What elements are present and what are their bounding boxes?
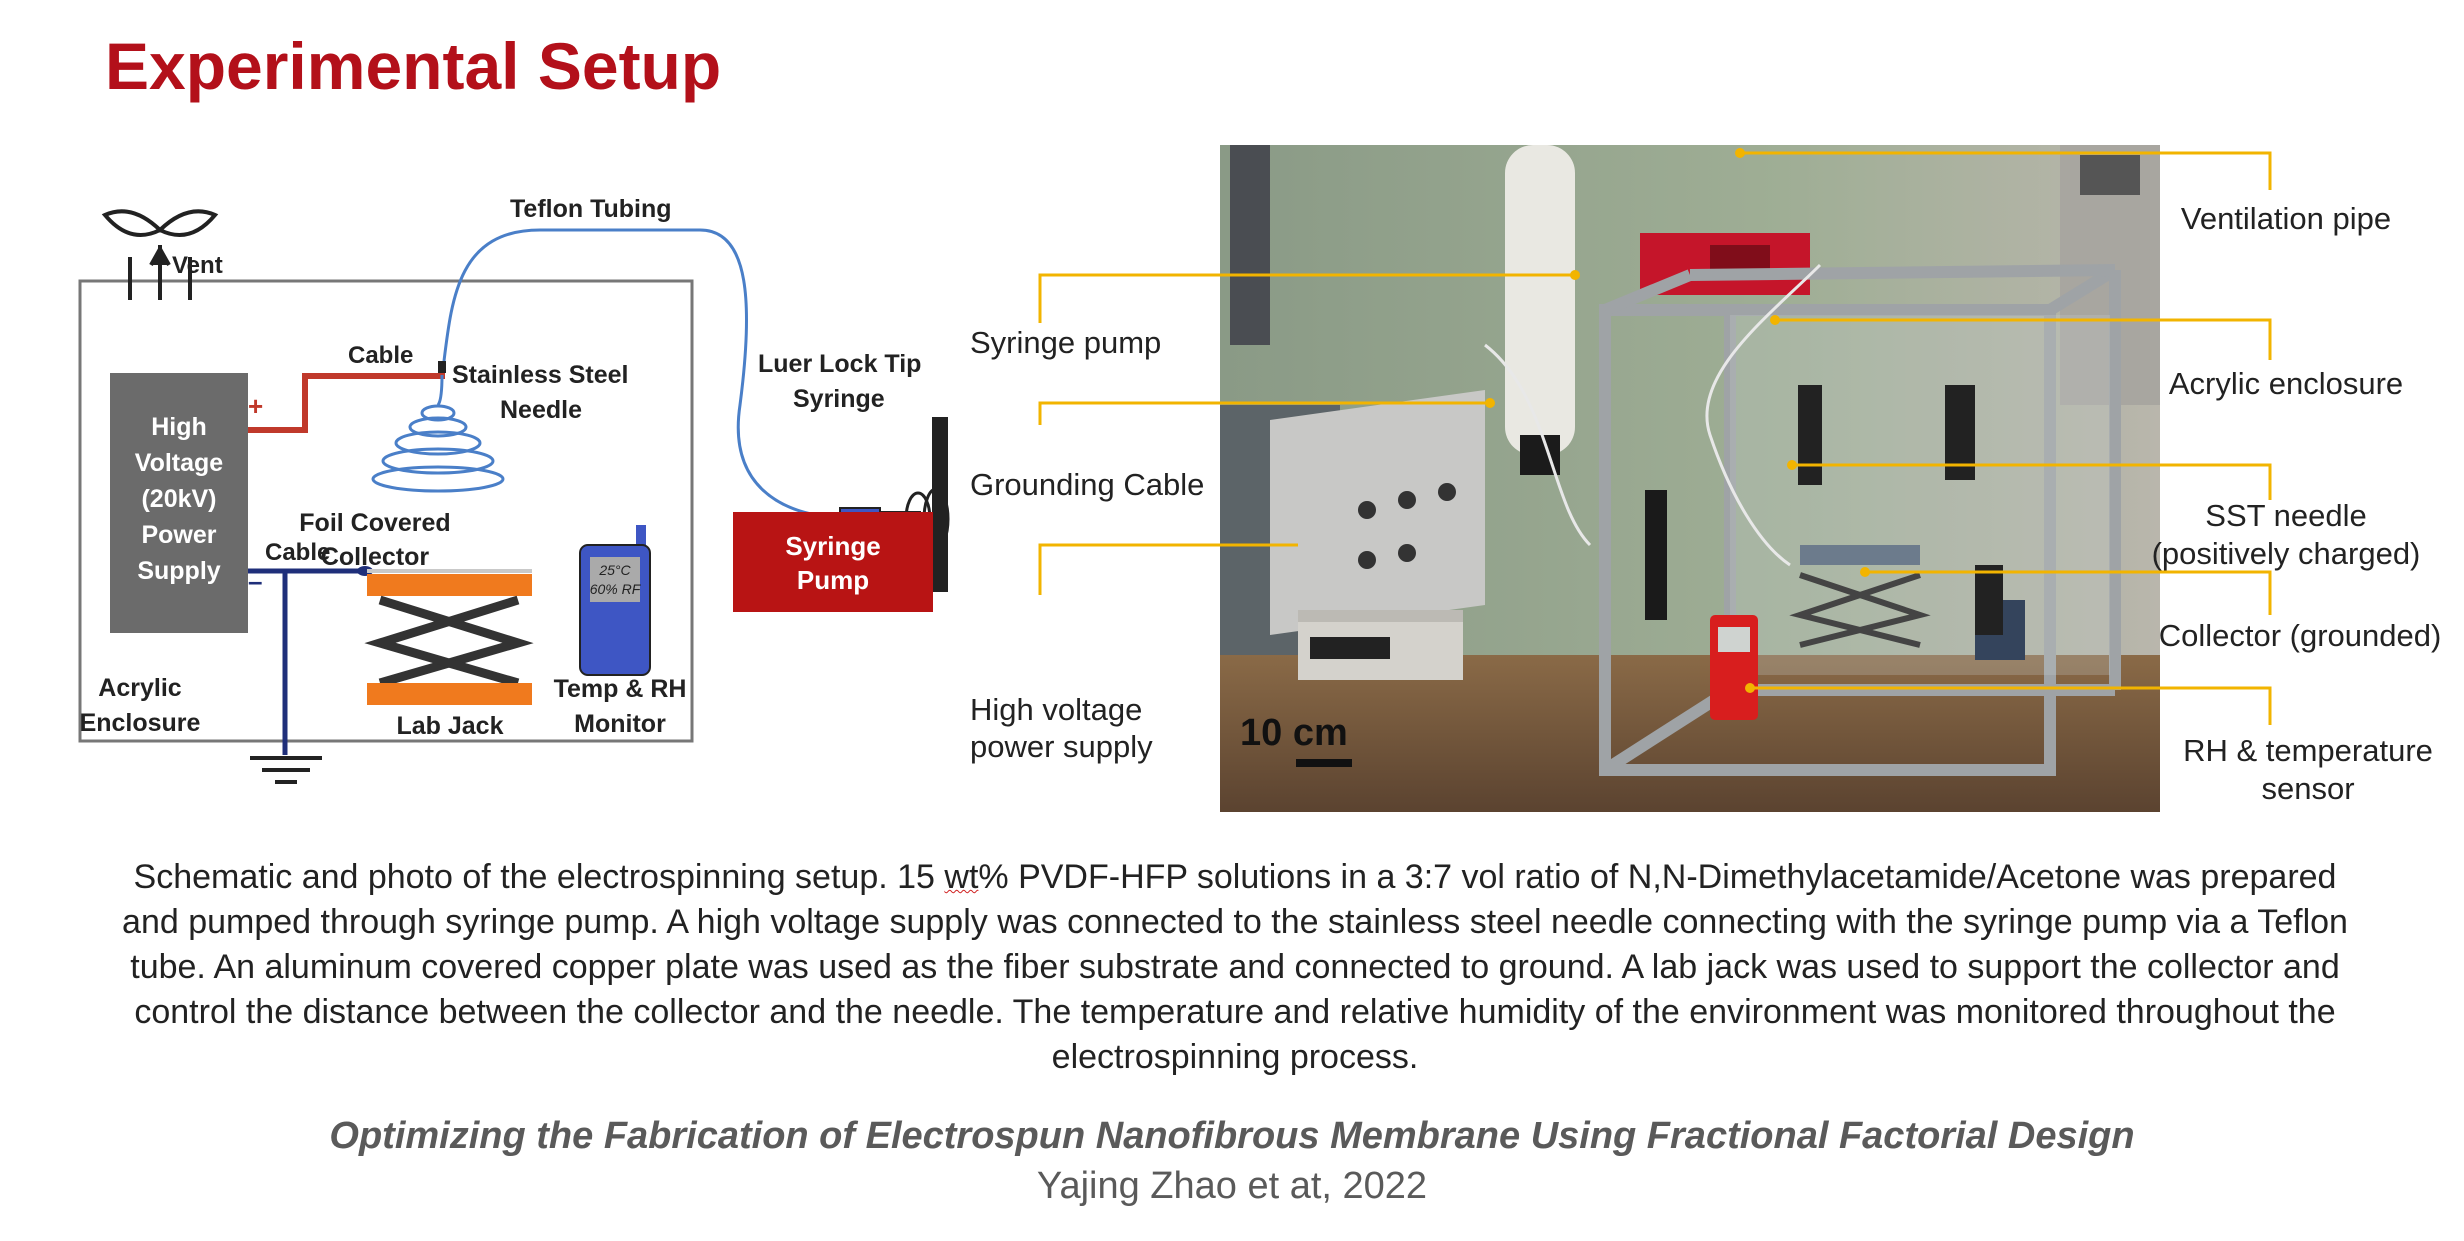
power-supply-line-1: High: [151, 413, 207, 441]
callout-sst-needle-2: (positively charged): [2152, 536, 2421, 571]
enclosure-label-2: Enclosure: [80, 709, 201, 737]
lab-jack-label: Lab Jack: [396, 712, 503, 740]
figure-caption: Schematic and photo of the electrospinni…: [120, 855, 2350, 1080]
ground-symbol-icon: [250, 756, 322, 784]
callout-collector: Collector (grounded): [2159, 618, 2442, 653]
callout-sst-needle-1: SST needle: [2205, 498, 2366, 533]
reference-title: Optimizing the Fabrication of Electrospu…: [329, 1115, 2135, 1157]
callout-hv-supply-1: High voltage: [970, 692, 1142, 727]
teflon-tubing: [442, 228, 843, 520]
collector-label-1: Foil Covered: [299, 509, 450, 537]
power-supply-line-5: Supply: [137, 557, 220, 585]
caption-part-1: Schematic and photo of the electrospinni…: [133, 858, 945, 896]
acrylic-enclosure-box: [78, 279, 694, 743]
slide-title: Experimental Setup: [105, 29, 722, 103]
callout-dot-ventilation: [1735, 148, 1745, 158]
needle-label-1: Stainless Steel: [452, 361, 628, 389]
callout-dot-acrylic: [1770, 315, 1780, 325]
setup-photo-panel: 10 cm Syringe pump Grounding Cable High …: [970, 145, 2442, 812]
power-supply-box: [110, 373, 248, 633]
lab-jack-base: [367, 683, 532, 705]
plus-sign: +: [248, 391, 263, 421]
caption-part-2: % PVDF-HFP solutions in a 3:7 vol ratio …: [122, 858, 2348, 1076]
callout-dot-rh-sensor: [1745, 683, 1755, 693]
scale-bar-label: 10 cm: [1240, 712, 1348, 754]
callout-dot-collector: [1860, 567, 1870, 577]
cable-top-label: Cable: [348, 342, 413, 369]
callout-grounding-cable: Grounding Cable: [970, 467, 1204, 502]
vent-fan-icon: [101, 209, 219, 300]
monitor-screen-temp: 25°C: [598, 562, 631, 578]
syringe-pump-block-box: [733, 512, 933, 612]
callout-rh-sensor-2: sensor: [2261, 771, 2354, 806]
callout-lines-left: [1038, 273, 1575, 595]
callout-dot-syringe-pump: [1570, 270, 1580, 280]
callout-ventilation-pipe: Ventilation pipe: [2181, 201, 2391, 236]
caption-part-wt: wt: [944, 858, 979, 896]
needle-tip: [438, 361, 446, 373]
vent-label: Vent: [172, 252, 223, 279]
foil-collector-plate: [367, 569, 532, 573]
callout-acrylic-enclosure: Acrylic enclosure: [2169, 366, 2403, 401]
syringe-tip-label-1: Luer Lock Tip: [758, 350, 921, 378]
collector-platform: [367, 574, 532, 596]
monitor-screen-rh: 60% RF: [590, 581, 642, 597]
reference-author: Yajing Zhao et at, 2022: [1036, 1165, 1428, 1207]
enclosure-label-1: Acrylic: [98, 674, 181, 702]
teflon-tubing-label: Teflon Tubing: [510, 195, 672, 223]
callout-syringe-pump: Syringe pump: [970, 325, 1161, 360]
lab-jack-scissor-icon: [364, 595, 534, 688]
temp-rh-label-1: Temp & RH: [554, 675, 687, 703]
cable-bottom-label: Cable: [265, 539, 330, 566]
callout-dot-grounding: [1485, 398, 1495, 408]
lab-photo: [1220, 145, 2160, 812]
temp-rh-monitor-icon: [579, 525, 651, 676]
callout-rh-sensor-1: RH & temperature: [2183, 733, 2433, 768]
syringe-pump-label-2: Pump: [797, 565, 869, 595]
callout-hv-supply-2: power supply: [970, 729, 1153, 764]
power-supply-line-3: (20kV): [141, 485, 216, 513]
positive-cable: [248, 368, 445, 433]
syringe-tip-label-2: Syringe: [793, 385, 885, 413]
electrospinning-schematic: Vent High Voltage (20kV) Power Supply + …: [78, 195, 950, 784]
callout-dot-needle: [1787, 460, 1797, 470]
power-supply-line-2: Voltage: [135, 449, 224, 477]
callout-lines-right: [1740, 151, 2272, 725]
power-supply-line-4: Power: [141, 521, 216, 549]
temp-rh-label-2: Monitor: [574, 710, 666, 738]
needle-label-2: Needle: [500, 396, 582, 424]
cable-connector: [357, 566, 373, 576]
collector-label-2: Collector: [321, 543, 430, 571]
syringe-pump-label-1: Syringe: [785, 531, 880, 561]
fiber-spiral-icon: [371, 374, 505, 493]
